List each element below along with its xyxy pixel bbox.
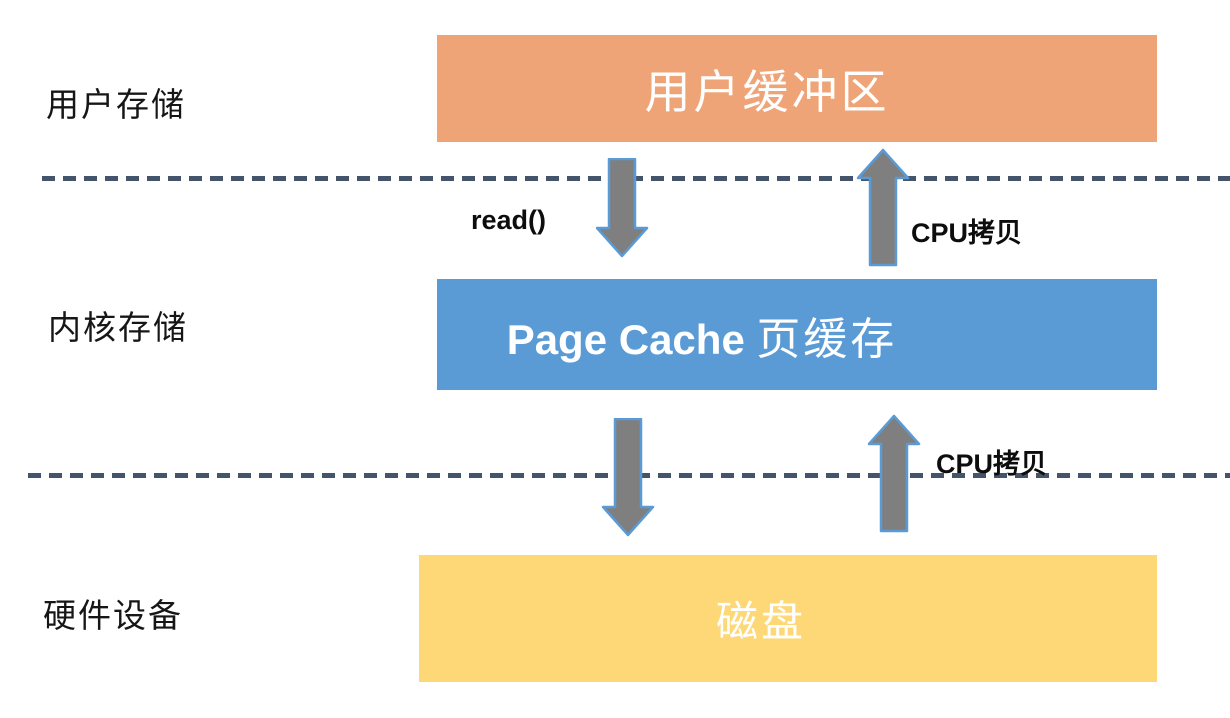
read-down-arrow-icon [595, 158, 649, 258]
label-user-storage: 用户存储 [46, 88, 186, 124]
read-call-label: read() [471, 205, 547, 235]
page-cache-box: Page Cache 页缓存 [437, 279, 1157, 390]
cpu-copy-label-lower: CPU拷贝 [936, 449, 1048, 479]
page-cache-box-title-zh: 页缓存 [756, 314, 898, 364]
page-cache-box-title: Page Cache 页缓存 [507, 303, 898, 367]
user-buffer-box-title: 用户缓冲区 [644, 66, 890, 118]
disk-box: 磁盘 [419, 555, 1157, 682]
cpu-copy-up-arrow-lower-icon [867, 414, 921, 533]
disk-box-title: 磁盘 [715, 600, 806, 646]
label-kernel-storage: 内核存储 [48, 311, 188, 347]
user-buffer-box: 用户缓冲区 [437, 35, 1157, 142]
cpu-copy-up-arrow-upper-icon [856, 148, 910, 267]
page-cache-box-title-en: Page Cache [506, 315, 745, 363]
page-cache-to-disk-down-arrow-icon [601, 418, 655, 537]
label-hardware-device: 硬件设备 [43, 599, 183, 635]
cpu-copy-label-upper: CPU拷贝 [911, 218, 1023, 248]
